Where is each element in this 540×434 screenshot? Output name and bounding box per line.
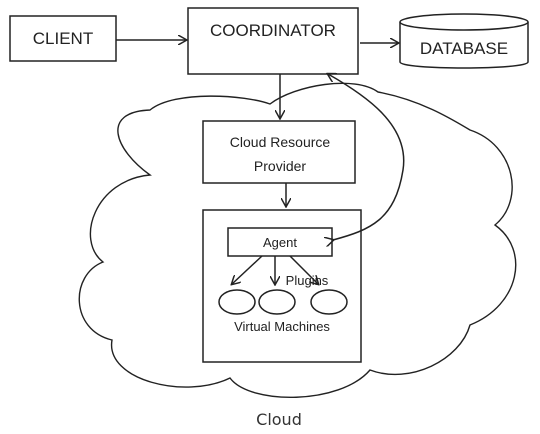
agent-label: Agent xyxy=(263,235,297,250)
arrow-agent-coordinator-feedback xyxy=(328,74,405,240)
cloud-caption: Cloud xyxy=(256,410,302,429)
virtual-machines-label: Virtual Machines xyxy=(234,319,330,334)
database-cylinder xyxy=(399,13,529,69)
database-label: DATABASE xyxy=(420,39,508,58)
vm-ellipse-2 xyxy=(258,289,296,315)
arrow-agent-to-vm3 xyxy=(289,255,318,284)
provider-label-line1: Cloud Resource xyxy=(230,134,331,150)
arrow-agent-to-vm1 xyxy=(232,255,263,284)
vm-ellipse-1 xyxy=(218,289,256,315)
client-box xyxy=(9,15,117,62)
client-label: CLIENT xyxy=(33,29,93,48)
coordinator-label: COORDINATOR xyxy=(210,21,336,40)
provider-label-line2: Provider xyxy=(254,158,306,174)
vm-ellipse-3 xyxy=(310,289,348,315)
plugins-label: Plugins xyxy=(286,273,329,288)
coordinator-box xyxy=(187,7,359,75)
